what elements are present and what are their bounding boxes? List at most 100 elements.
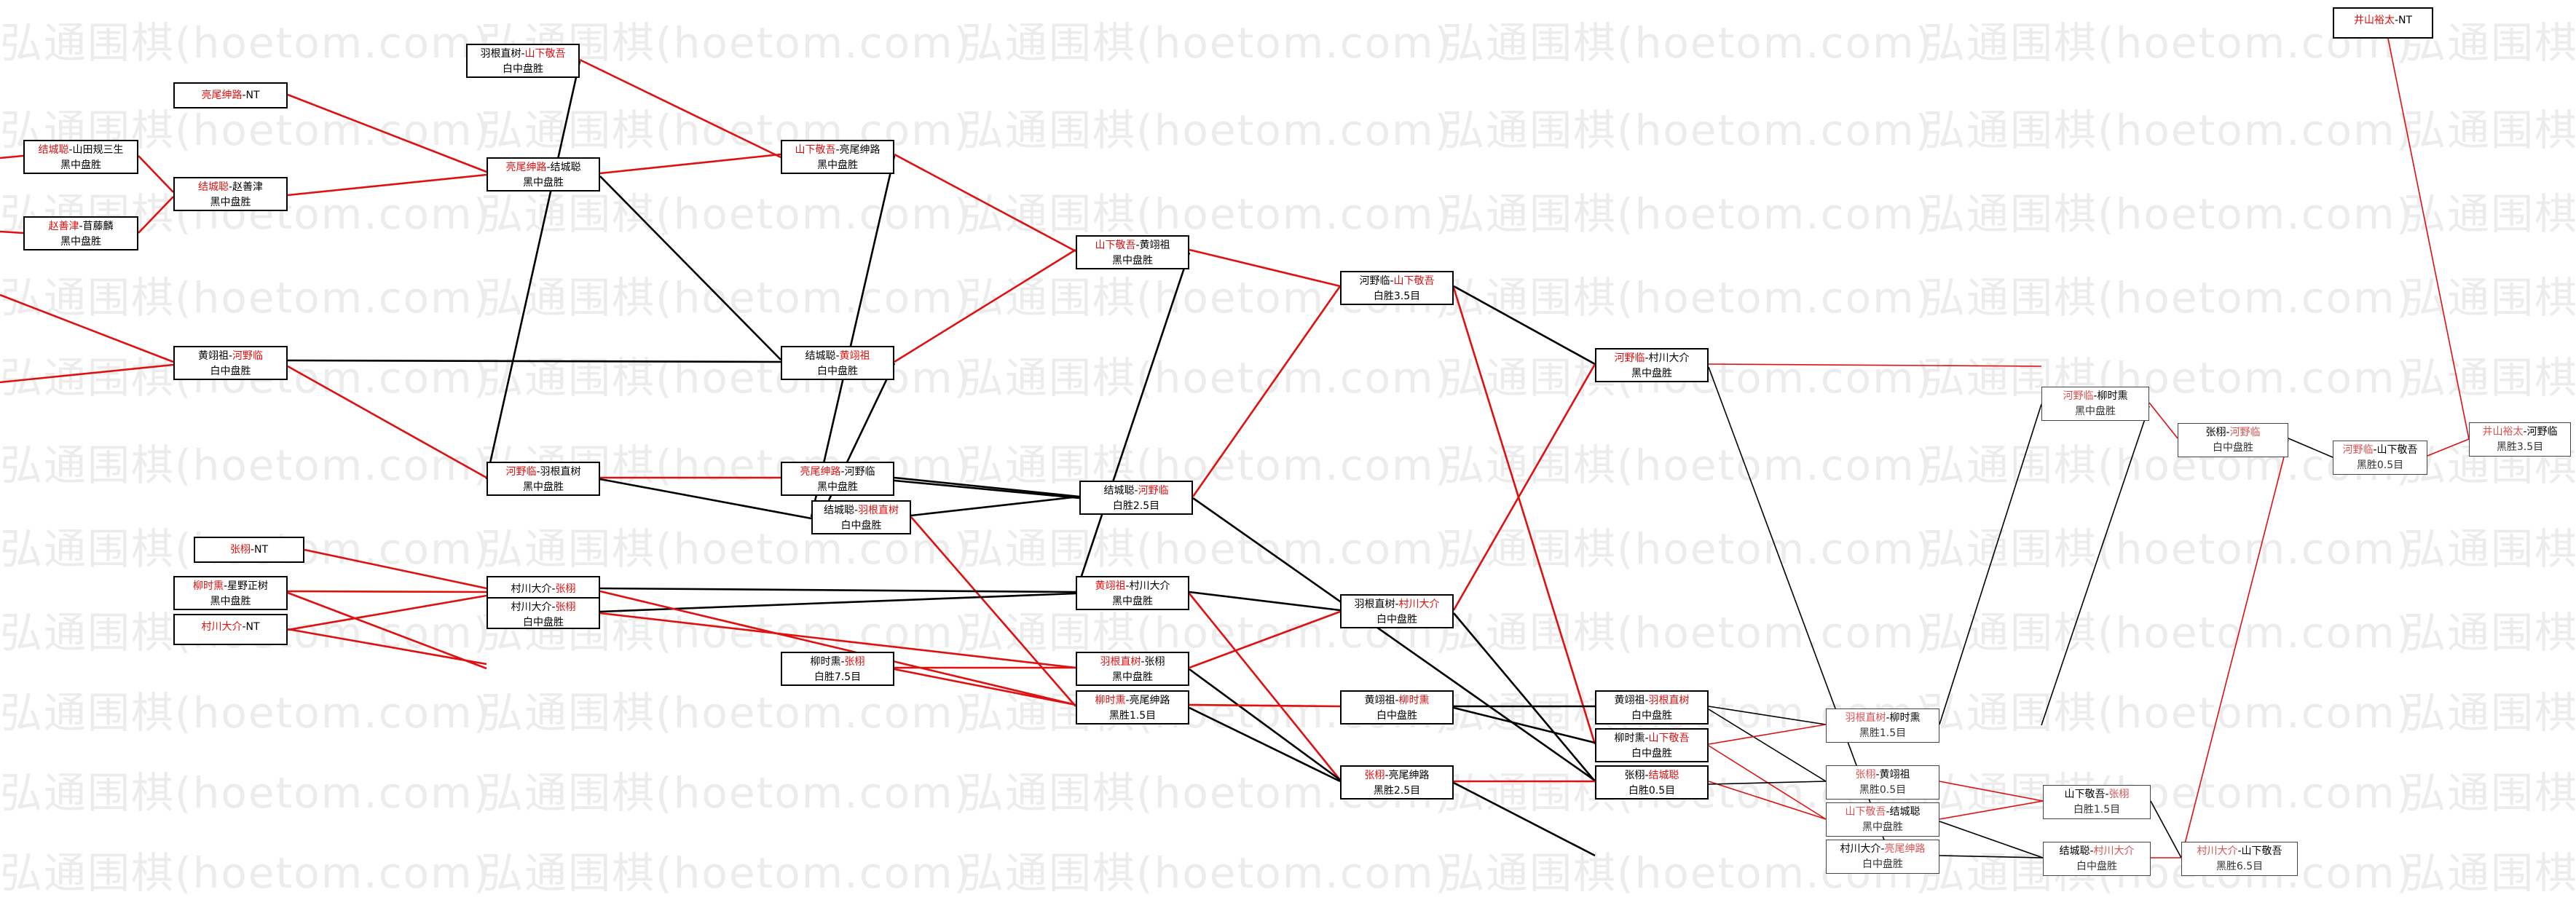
player-name: 山下敬吾 bbox=[1648, 733, 1690, 744]
match-box: 结城聪-山田规三生黑中盘胜 bbox=[23, 140, 138, 174]
player-name: 张栩 bbox=[1624, 770, 1645, 781]
match-box: 结城聪-黄翊祖白中盘胜 bbox=[781, 346, 894, 380]
match-box: 柳时熏-山下敬吾白中盘胜 bbox=[1595, 728, 1709, 762]
match-players: 山下敬吾-结城聪 bbox=[1827, 805, 1939, 820]
loser-connector bbox=[1074, 252, 1191, 594]
match-players: 柳时熏-亮尾绅路 bbox=[1077, 693, 1188, 708]
match-players: 柳时熏-星野正树 bbox=[175, 579, 286, 594]
player-name: 结城聪 bbox=[805, 350, 836, 362]
match-players: 柳时熏-张栩 bbox=[782, 655, 893, 670]
player-name: 山下敬吾 bbox=[795, 144, 836, 156]
player-name: 村川大介 bbox=[511, 601, 552, 613]
match-result: 白中盘胜 bbox=[2076, 861, 2117, 872]
match-players: 村川大介-张栩 bbox=[488, 600, 599, 615]
match-box: 河野临-山下敬吾黑胜0.5目 bbox=[2333, 441, 2427, 475]
player-name: 结城聪 bbox=[1648, 770, 1679, 781]
player-name: -山田规三生 bbox=[68, 144, 124, 156]
winner-connector bbox=[1189, 703, 1341, 708]
match-box-koo-nt: 亮尾绅路-NT bbox=[173, 82, 288, 108]
player-name: 黄翊祖 bbox=[1614, 695, 1645, 706]
player-name: -村川大介 bbox=[1645, 352, 1690, 364]
winner-connector bbox=[287, 594, 487, 631]
player-name: 河野临 bbox=[1614, 352, 1645, 364]
match-box: 亮尾绅路-结城聪黑中盘胜 bbox=[487, 157, 600, 192]
match-result: 黑中盘胜 bbox=[210, 197, 251, 208]
player-name: 山下敬吾 bbox=[2064, 789, 2106, 800]
match-players: 亮尾绅路-NT bbox=[175, 88, 286, 103]
separator: - bbox=[2089, 845, 2094, 857]
player-name: -结城聪 bbox=[1886, 806, 1921, 818]
player-name: 河野临 bbox=[1359, 275, 1390, 287]
match-players: 山下敬吾-黄翊祖 bbox=[1077, 238, 1188, 253]
player-name: -黄翊祖 bbox=[1875, 769, 1910, 781]
winner-connector bbox=[287, 590, 487, 593]
match-players: 河野临-山下敬吾 bbox=[1342, 274, 1452, 289]
loser-connector bbox=[1192, 497, 1596, 782]
match-players: 村川大介-NT bbox=[175, 620, 286, 635]
winner-connector bbox=[287, 591, 487, 670]
player-name: 结城聪 bbox=[197, 181, 229, 193]
player-name: 结城聪 bbox=[38, 144, 69, 156]
separator: - bbox=[835, 350, 840, 362]
match-players: 结城聪-河野临 bbox=[1081, 483, 1192, 499]
match-players: 黄翊祖-羽根直树 bbox=[1596, 693, 1707, 708]
match-players: 村川大介-山下敬吾 bbox=[2182, 844, 2297, 859]
match-result: 白中盘胜 bbox=[1631, 748, 1672, 759]
winner-connector bbox=[1939, 800, 2044, 820]
match-players: 羽根直树-张栩 bbox=[1077, 655, 1188, 670]
winner-connector bbox=[599, 590, 1076, 706]
loser-connector bbox=[1939, 821, 2044, 858]
player-name: 河野临 bbox=[1138, 485, 1169, 497]
winner-connector bbox=[894, 248, 1076, 363]
player-name: 村川大介 bbox=[201, 621, 243, 633]
match-players: 黄翊祖-村川大介 bbox=[1077, 579, 1188, 594]
match-box-cho-nt: 张栩-NT bbox=[194, 537, 304, 563]
match-box: 羽根直树-张栩黑中盘胜 bbox=[1076, 652, 1189, 686]
player-name: -NT bbox=[250, 544, 269, 556]
player-name: -张栩 bbox=[1141, 656, 1165, 668]
match-result: 白中盘胜 bbox=[1631, 710, 1672, 722]
match-result: 黑胜0.5目 bbox=[1859, 784, 1907, 796]
match-box: 结城聪-村川大介白中盘胜 bbox=[2043, 842, 2151, 876]
match-result: 白中盘胜 bbox=[210, 366, 251, 377]
player-name: -柳时熏 bbox=[1886, 712, 1921, 724]
match-box: 河野临-村川大介黑中盘胜 bbox=[1595, 348, 1709, 382]
match-result: 黑中盘胜 bbox=[817, 159, 858, 171]
match-result: 白胜7.5目 bbox=[814, 671, 862, 683]
winner-connector bbox=[2148, 402, 2178, 439]
player-name: -山下敬吾 bbox=[2373, 444, 2418, 456]
match-players: 张栩-河野临 bbox=[2178, 425, 2288, 441]
player-name: -黄翊祖 bbox=[1135, 240, 1170, 251]
player-name: 结城聪 bbox=[2059, 845, 2090, 857]
loser-connector bbox=[1939, 855, 2044, 858]
loser-connector bbox=[1939, 403, 2042, 725]
match-result: 黑中盘胜 bbox=[1631, 368, 1672, 379]
player-name: 河野临 bbox=[505, 466, 537, 478]
loser-connector bbox=[1708, 708, 1827, 782]
match-result: 白中盘胜 bbox=[1376, 614, 1417, 625]
match-box: 村川大介-张栩白中盘胜 bbox=[487, 597, 600, 629]
player-name: 张栩 bbox=[555, 601, 576, 613]
match-result: 黑中盘胜 bbox=[2075, 406, 2116, 417]
player-name: 村川大介 bbox=[511, 583, 552, 595]
match-box: 羽根直树-柳时熏黑胜1.5目 bbox=[1826, 708, 1939, 743]
player-name: 村川大介 bbox=[2197, 845, 2238, 857]
match-box: 山下敬吾-结城聪黑中盘胜 bbox=[1826, 802, 1939, 837]
match-box: 黄翊祖-河野临白中盘胜 bbox=[173, 346, 288, 380]
separator: - bbox=[840, 656, 845, 668]
winner-connector bbox=[1939, 781, 2044, 802]
match-box: 赵善津-苜藤麟黑中盘胜 bbox=[23, 216, 138, 250]
loser-connector bbox=[1189, 706, 1341, 783]
winner-connector bbox=[894, 153, 1076, 253]
loser-connector bbox=[1708, 781, 1827, 785]
match-players: 张栩-NT bbox=[195, 542, 303, 558]
match-box: 村川大介-山下敬吾黑胜6.5目 bbox=[2181, 842, 2298, 876]
match-players: 河野临-羽根直树 bbox=[488, 465, 599, 480]
player-name: 柳时熏 bbox=[192, 580, 224, 592]
match-result: 黑胜3.5目 bbox=[2496, 441, 2544, 453]
winner-connector bbox=[1192, 285, 1342, 497]
match-result: 白胜1.5目 bbox=[2073, 804, 2121, 816]
player-name: 河野临 bbox=[2229, 427, 2261, 438]
player-name: -柳时熏 bbox=[2093, 390, 2128, 402]
match-result: 黑中盘胜 bbox=[1112, 671, 1153, 683]
